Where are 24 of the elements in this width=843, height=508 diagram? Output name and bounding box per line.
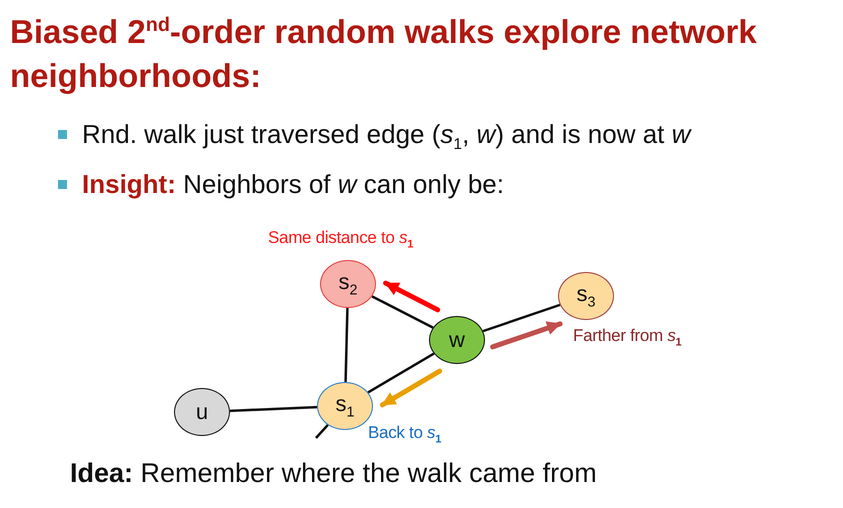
node-label: s$_{2}$ [338, 269, 358, 299]
edge-line [315, 424, 329, 439]
bullet-text: Rnd. walk just traversed edge (s$_{1}$, w) and is now at w [82, 118, 693, 156]
graph-node [320, 260, 376, 308]
bullet-text: Insight: Neighbors of w can only be: [82, 168, 505, 200]
edge-line [230, 406, 318, 412]
node-label: s$_{1}$ [336, 391, 354, 421]
idea-text: Idea: Remember where the walk came from [70, 458, 597, 489]
graph-node [429, 316, 485, 364]
edge-line [367, 352, 435, 394]
node-annotation: Same distance to s$_{1}$ [268, 228, 414, 250]
arrow [380, 368, 442, 408]
slide-title: Biased 2$^{nd}$-order random walks explore network neighborhoods: [10, 12, 758, 96]
node-annotation: Back to s$_{1}$ [368, 423, 442, 446]
edge-line [371, 295, 434, 329]
arrow [490, 321, 563, 350]
graph-node [558, 272, 614, 320]
edge-line [482, 304, 560, 332]
edge-line [344, 308, 349, 382]
node-label: s$_{3}$ [576, 281, 596, 311]
arrow [383, 280, 440, 312]
node-label: u [196, 399, 208, 425]
node-label: w [449, 327, 465, 353]
node-annotation: Farther from s$_{1}$ [573, 326, 682, 348]
